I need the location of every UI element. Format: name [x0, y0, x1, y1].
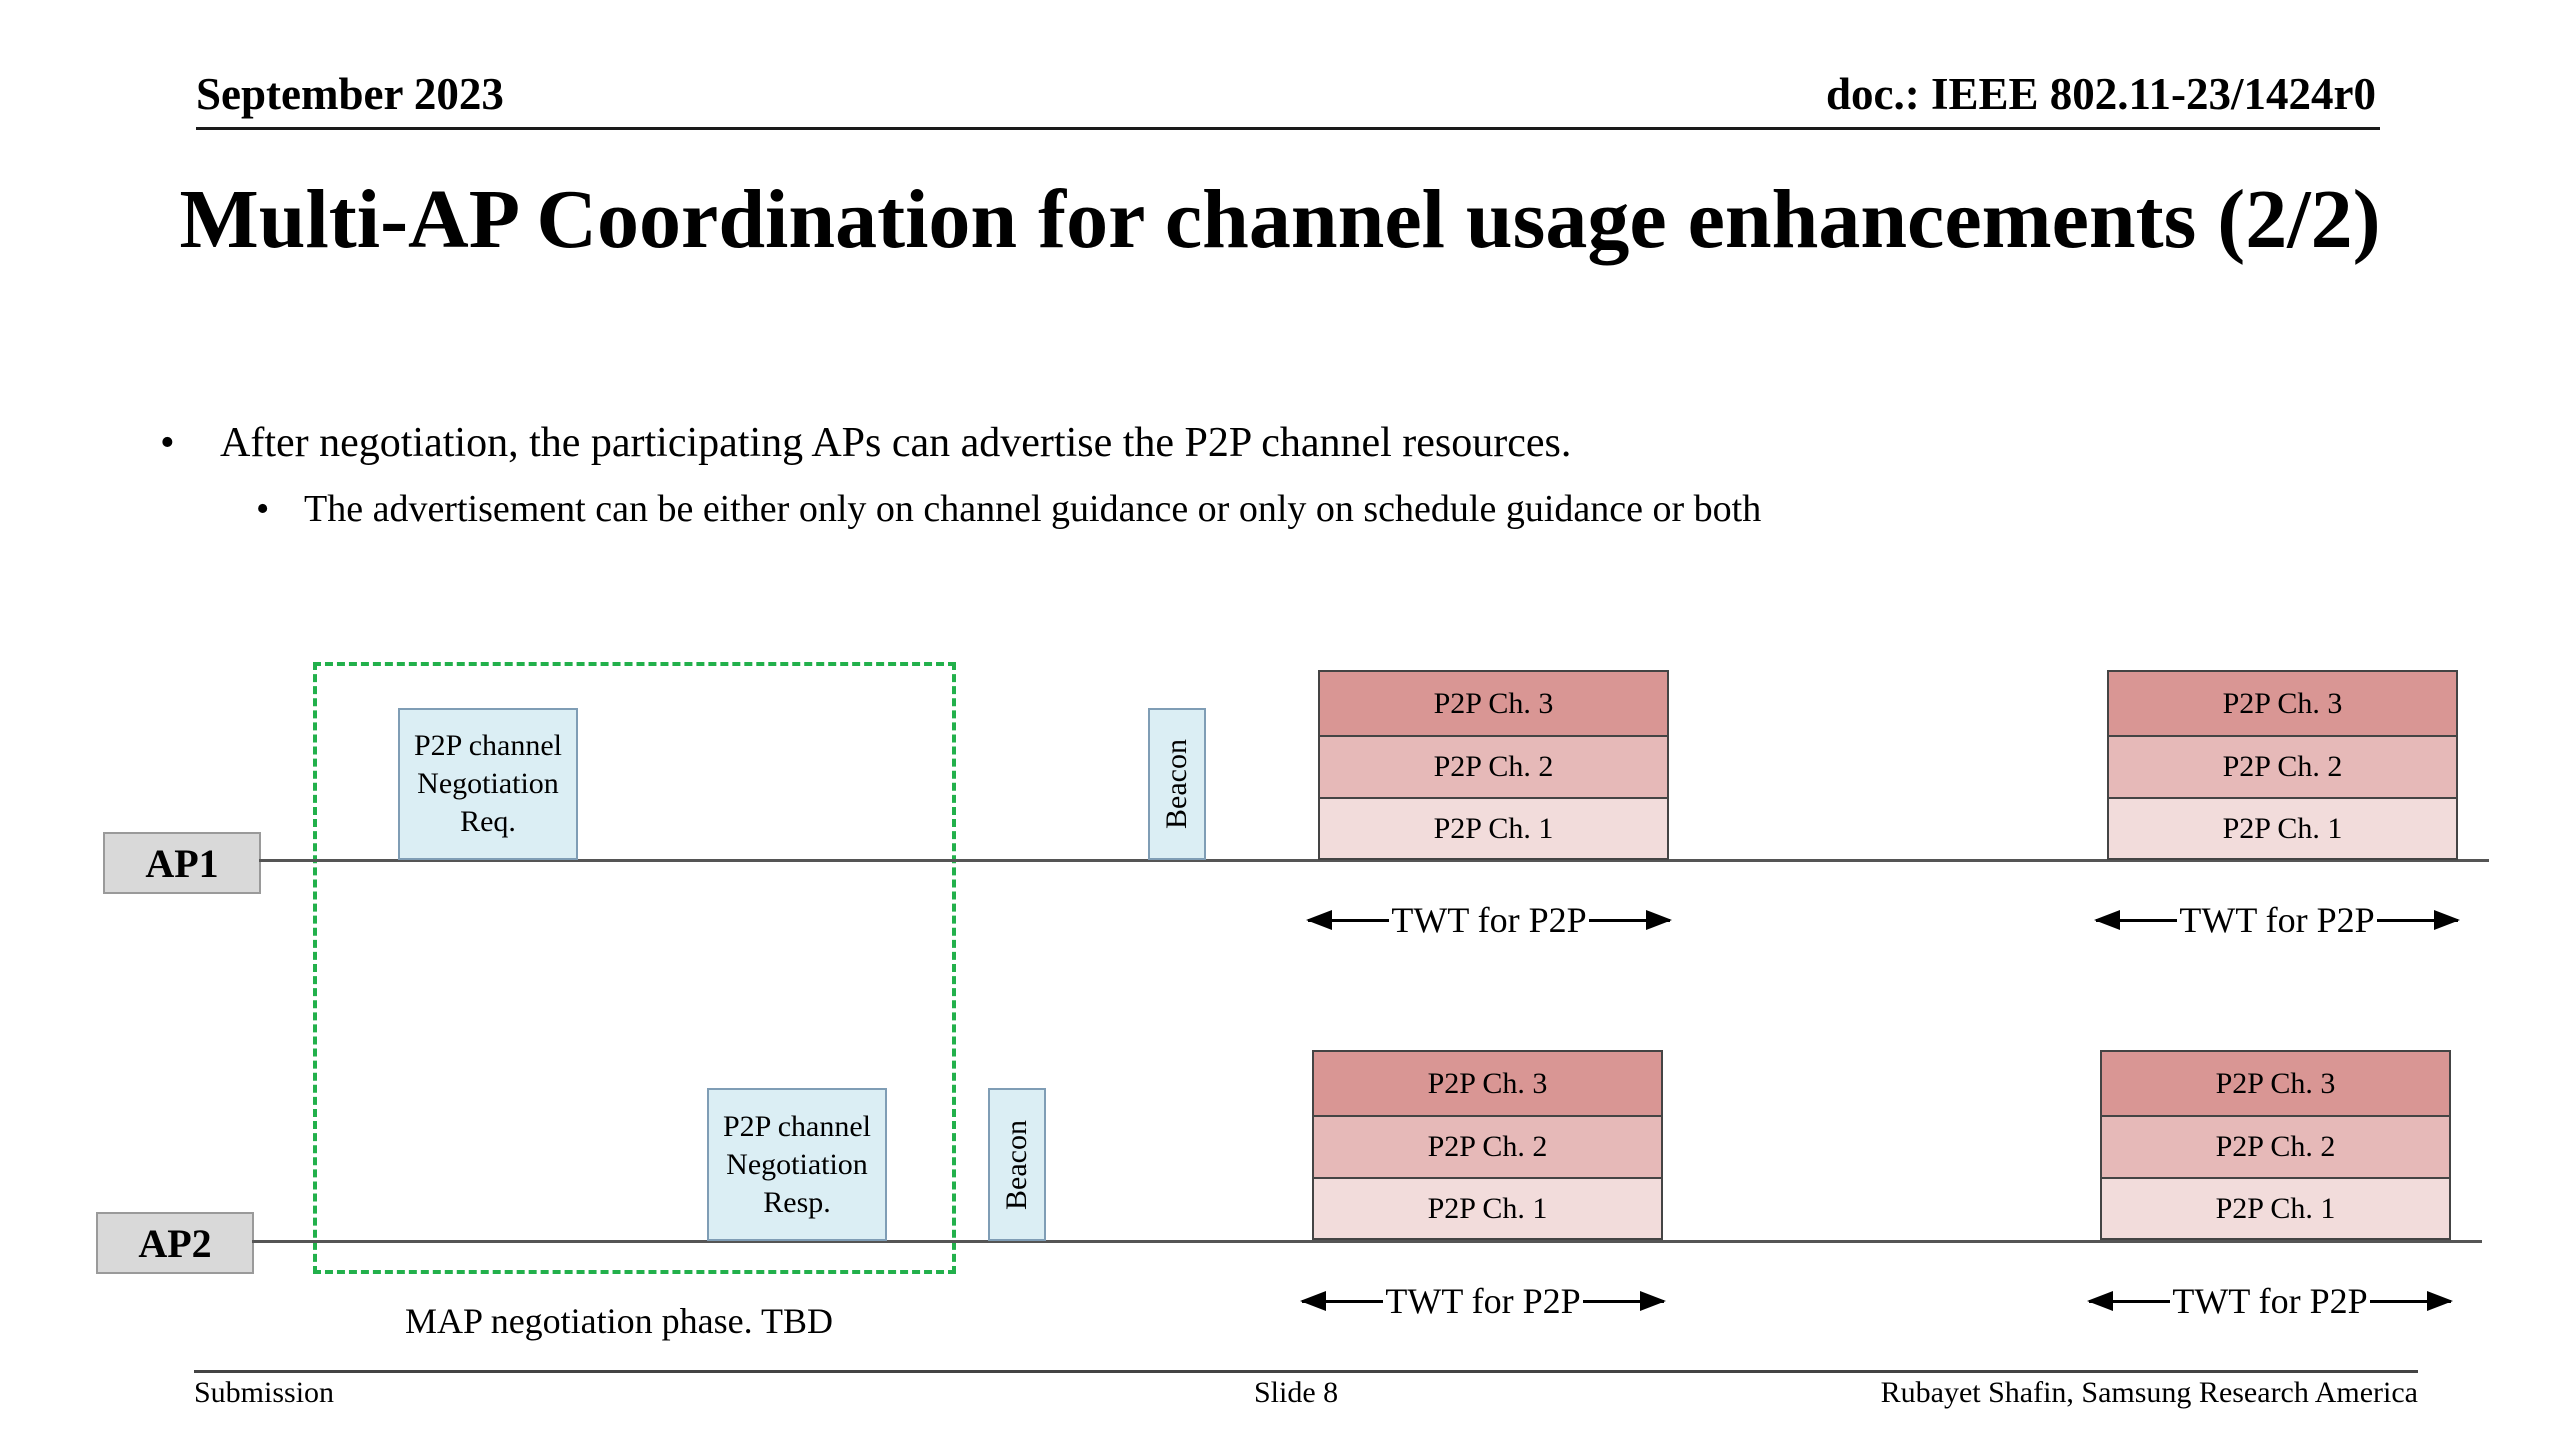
ap2-twt1: TWT for P2P [1299, 1279, 1667, 1323]
twt-label: TWT for P2P [1385, 1281, 1581, 1321]
ap2-stack1-ch1: P2P Ch. 1 [1312, 1178, 1663, 1240]
beacon-label: Beacon [1000, 1119, 1033, 1210]
ap1-stack1-ch2: P2P Ch. 2 [1318, 736, 1669, 798]
ap2-stack1-ch2: P2P Ch. 2 [1312, 1116, 1663, 1178]
footer-author: Rubayet Shafin, Samsung Research America [1880, 1376, 2418, 1409]
footer-rule [194, 1370, 2418, 1373]
left-arrow-icon [2093, 909, 2178, 930]
ap1-label: AP1 [103, 832, 261, 894]
ap1-stack1-ch3: P2P Ch. 3 [1318, 670, 1669, 736]
left-arrow-icon [1299, 1290, 1384, 1311]
beacon-label: Beacon [1160, 739, 1193, 829]
bullet-text: After negotiation, the participating APs… [220, 420, 1572, 466]
footer-submission: Submission [194, 1376, 335, 1409]
ap2-twt2: TWT for P2P [2086, 1279, 2454, 1323]
bullet-marker: • [160, 420, 175, 466]
bullet-level-1: • After negotiation, the participating AP… [160, 422, 1571, 464]
ap1-timeline [259, 859, 2489, 862]
header-doc-id: doc.: IEEE 802.11-23/1424r0 [1825, 69, 2376, 119]
slide-title: Multi-AP Coordination for channel usage … [179, 173, 2381, 266]
ap2-timeline [252, 1240, 2482, 1243]
ap2-stack2-ch1: P2P Ch. 1 [2100, 1178, 2451, 1240]
twt-label: TWT for P2P [2172, 1281, 2368, 1321]
negotiation-phase-caption: MAP negotiation phase. TBD [405, 1301, 833, 1341]
negotiation-phase-box [313, 662, 956, 1274]
ap2-stack2-ch2: P2P Ch. 2 [2100, 1116, 2451, 1178]
ap1-stack2-ch1: P2P Ch. 1 [2107, 798, 2458, 860]
right-arrow-icon [2376, 909, 2461, 930]
ap1-twt2: TWT for P2P [2093, 898, 2461, 942]
header-date: September 2023 [196, 69, 504, 119]
ap2-label: AP2 [96, 1212, 254, 1274]
ap2-beacon: Beacon [988, 1088, 1046, 1241]
bullet-text: The advertisement can be either only on … [304, 488, 1762, 530]
ap1-stack1-ch1: P2P Ch. 1 [1318, 798, 1669, 860]
right-arrow-icon [1588, 909, 1673, 930]
ap1-twt1: TWT for P2P [1305, 898, 1673, 942]
twt-label: TWT for P2P [2179, 900, 2375, 940]
ap1-stack2-ch2: P2P Ch. 2 [2107, 736, 2458, 798]
footer-slide-number: Slide 8 [1254, 1376, 1339, 1409]
ap1-stack2-ch3: P2P Ch. 3 [2107, 670, 2458, 736]
ap2-negotiation-response: P2P channel Negotiation Resp. [707, 1088, 887, 1241]
bullet-level-2: • The advertisement can be either only on… [256, 490, 1761, 528]
ap1-beacon: Beacon [1148, 708, 1206, 860]
header-rule [196, 127, 2380, 130]
ap1-negotiation-request: P2P channel Negotiation Req. [398, 708, 578, 860]
left-arrow-icon [1305, 909, 1390, 930]
ap2-stack1-ch3: P2P Ch. 3 [1312, 1050, 1663, 1116]
left-arrow-icon [2086, 1290, 2171, 1311]
right-arrow-icon [1582, 1290, 1667, 1311]
twt-label: TWT for P2P [1391, 900, 1587, 940]
bullet-marker: • [256, 488, 270, 530]
right-arrow-icon [2369, 1290, 2454, 1311]
ap2-stack2-ch3: P2P Ch. 3 [2100, 1050, 2451, 1116]
